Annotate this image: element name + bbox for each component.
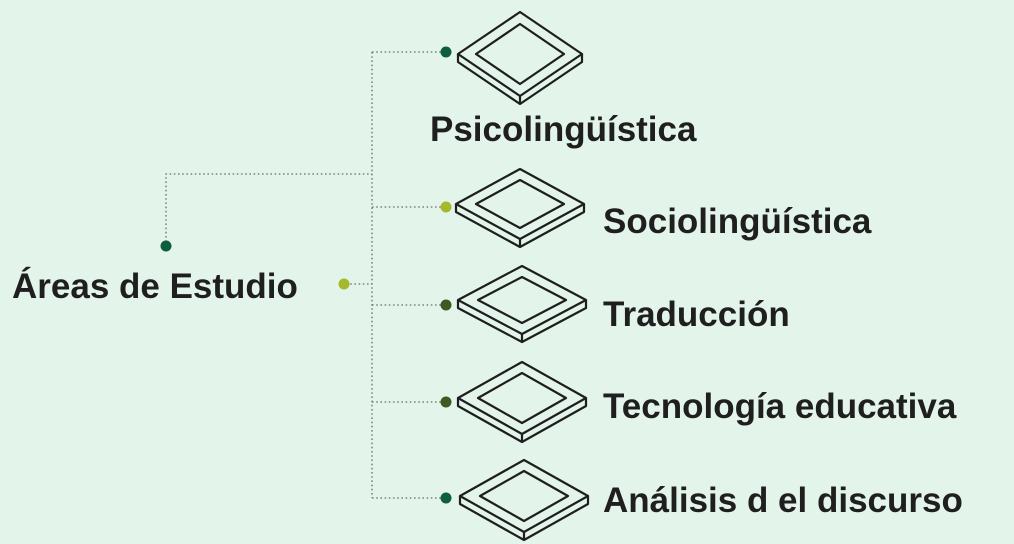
root-top-dot [160, 240, 172, 252]
root-right-dot [338, 278, 350, 290]
branch-1-label: Psicolingüística [430, 110, 697, 149]
branch-3-label: Traducción [603, 295, 790, 334]
diamond-frame-icon [456, 10, 584, 106]
branch-4-dot [440, 396, 452, 408]
branch-4-label: Tecnología educativa [603, 387, 957, 426]
diamond-frame-icon [456, 360, 588, 444]
root-label: Áreas de Estudio [12, 266, 298, 306]
branch-2-label: Sociolingüística [603, 202, 872, 241]
diamond-frame-icon [456, 264, 588, 344]
diamond-frame-icon [454, 167, 586, 249]
diamond-frame-icon [458, 458, 590, 542]
branch-1: Psicolingüística [430, 10, 697, 149]
branch-5-dot [440, 492, 452, 504]
branch-3-dot [440, 299, 452, 311]
branch-3: Traducción [440, 264, 790, 344]
connector-lines [165, 51, 446, 499]
branch-5: Análisis d el discurso [440, 458, 963, 542]
branch-4: Tecnología educativa [440, 360, 957, 444]
branch-2-dot [440, 201, 452, 213]
root-connector [165, 173, 372, 246]
branch-5-label: Análisis d el discurso [603, 481, 963, 520]
branch-1-dot [440, 46, 452, 58]
branch-2: Sociolingüística [440, 167, 872, 249]
